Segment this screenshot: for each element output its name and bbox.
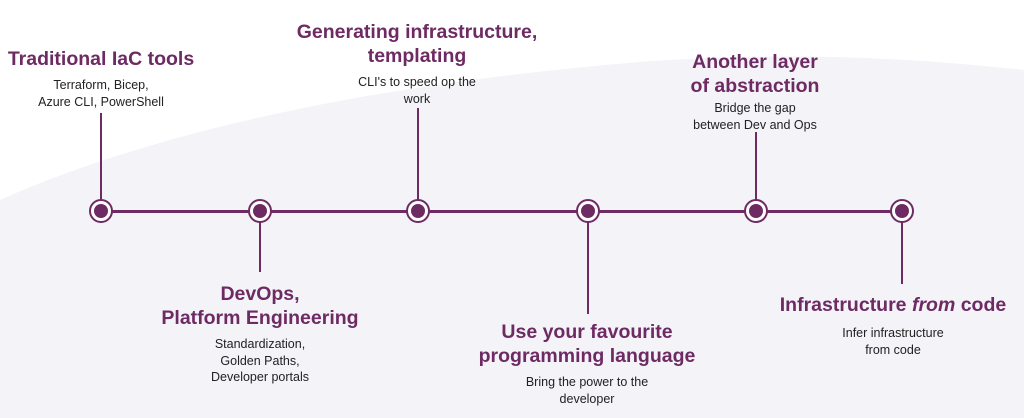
- milestone-description: Bring the power to the developer: [525, 375, 649, 406]
- milestone-description: Bridge the gap between Dev and Ops: [693, 101, 817, 132]
- milestone-infrastructure-from-code: Infrastructure from code Infer infrastru…: [772, 293, 1014, 358]
- stem-4: [587, 222, 589, 314]
- milestone-another-layer: Another layer of abstraction Bridge the …: [665, 50, 845, 133]
- stem-5: [755, 132, 757, 201]
- stem-1: [100, 113, 102, 201]
- milestone-traditional-iac: Traditional IaC tools Terraform, Bicep, …: [0, 47, 202, 110]
- milestone-title: Another layer of abstraction: [690, 51, 820, 97]
- milestone-description: Infer infrastructure from code: [842, 326, 944, 357]
- milestone-devops: DevOps, Platform Engineering Standardiza…: [140, 282, 380, 386]
- milestone-title: DevOps, Platform Engineering: [161, 283, 359, 329]
- timeline-line: [100, 210, 902, 213]
- milestone-description: CLI's to speed op the work: [358, 75, 476, 106]
- stem-6: [901, 222, 903, 284]
- milestone-programming-language: Use your favourite programming language …: [470, 320, 704, 407]
- milestone-title: Generating infrastructure, templating: [296, 21, 538, 67]
- timeline-node-2: [248, 199, 272, 223]
- milestone-title: Traditional IaC tools: [7, 48, 195, 70]
- milestone-title: Use your favourite programming language: [478, 321, 696, 367]
- timeline-node-5: [744, 199, 768, 223]
- milestone-title: Infrastructure from code: [779, 294, 1007, 316]
- stem-2: [259, 222, 261, 272]
- milestone-generating-infrastructure: Generating infrastructure, templating CL…: [285, 20, 549, 107]
- timeline-node-3: [406, 199, 430, 223]
- milestone-description: Terraform, Bicep, Azure CLI, PowerShell: [38, 78, 164, 109]
- stem-3: [417, 108, 419, 201]
- timeline-node-6: [890, 199, 914, 223]
- milestone-description: Standardization, Golden Paths, Developer…: [211, 337, 309, 384]
- timeline-node-1: [89, 199, 113, 223]
- timeline-node-4: [576, 199, 600, 223]
